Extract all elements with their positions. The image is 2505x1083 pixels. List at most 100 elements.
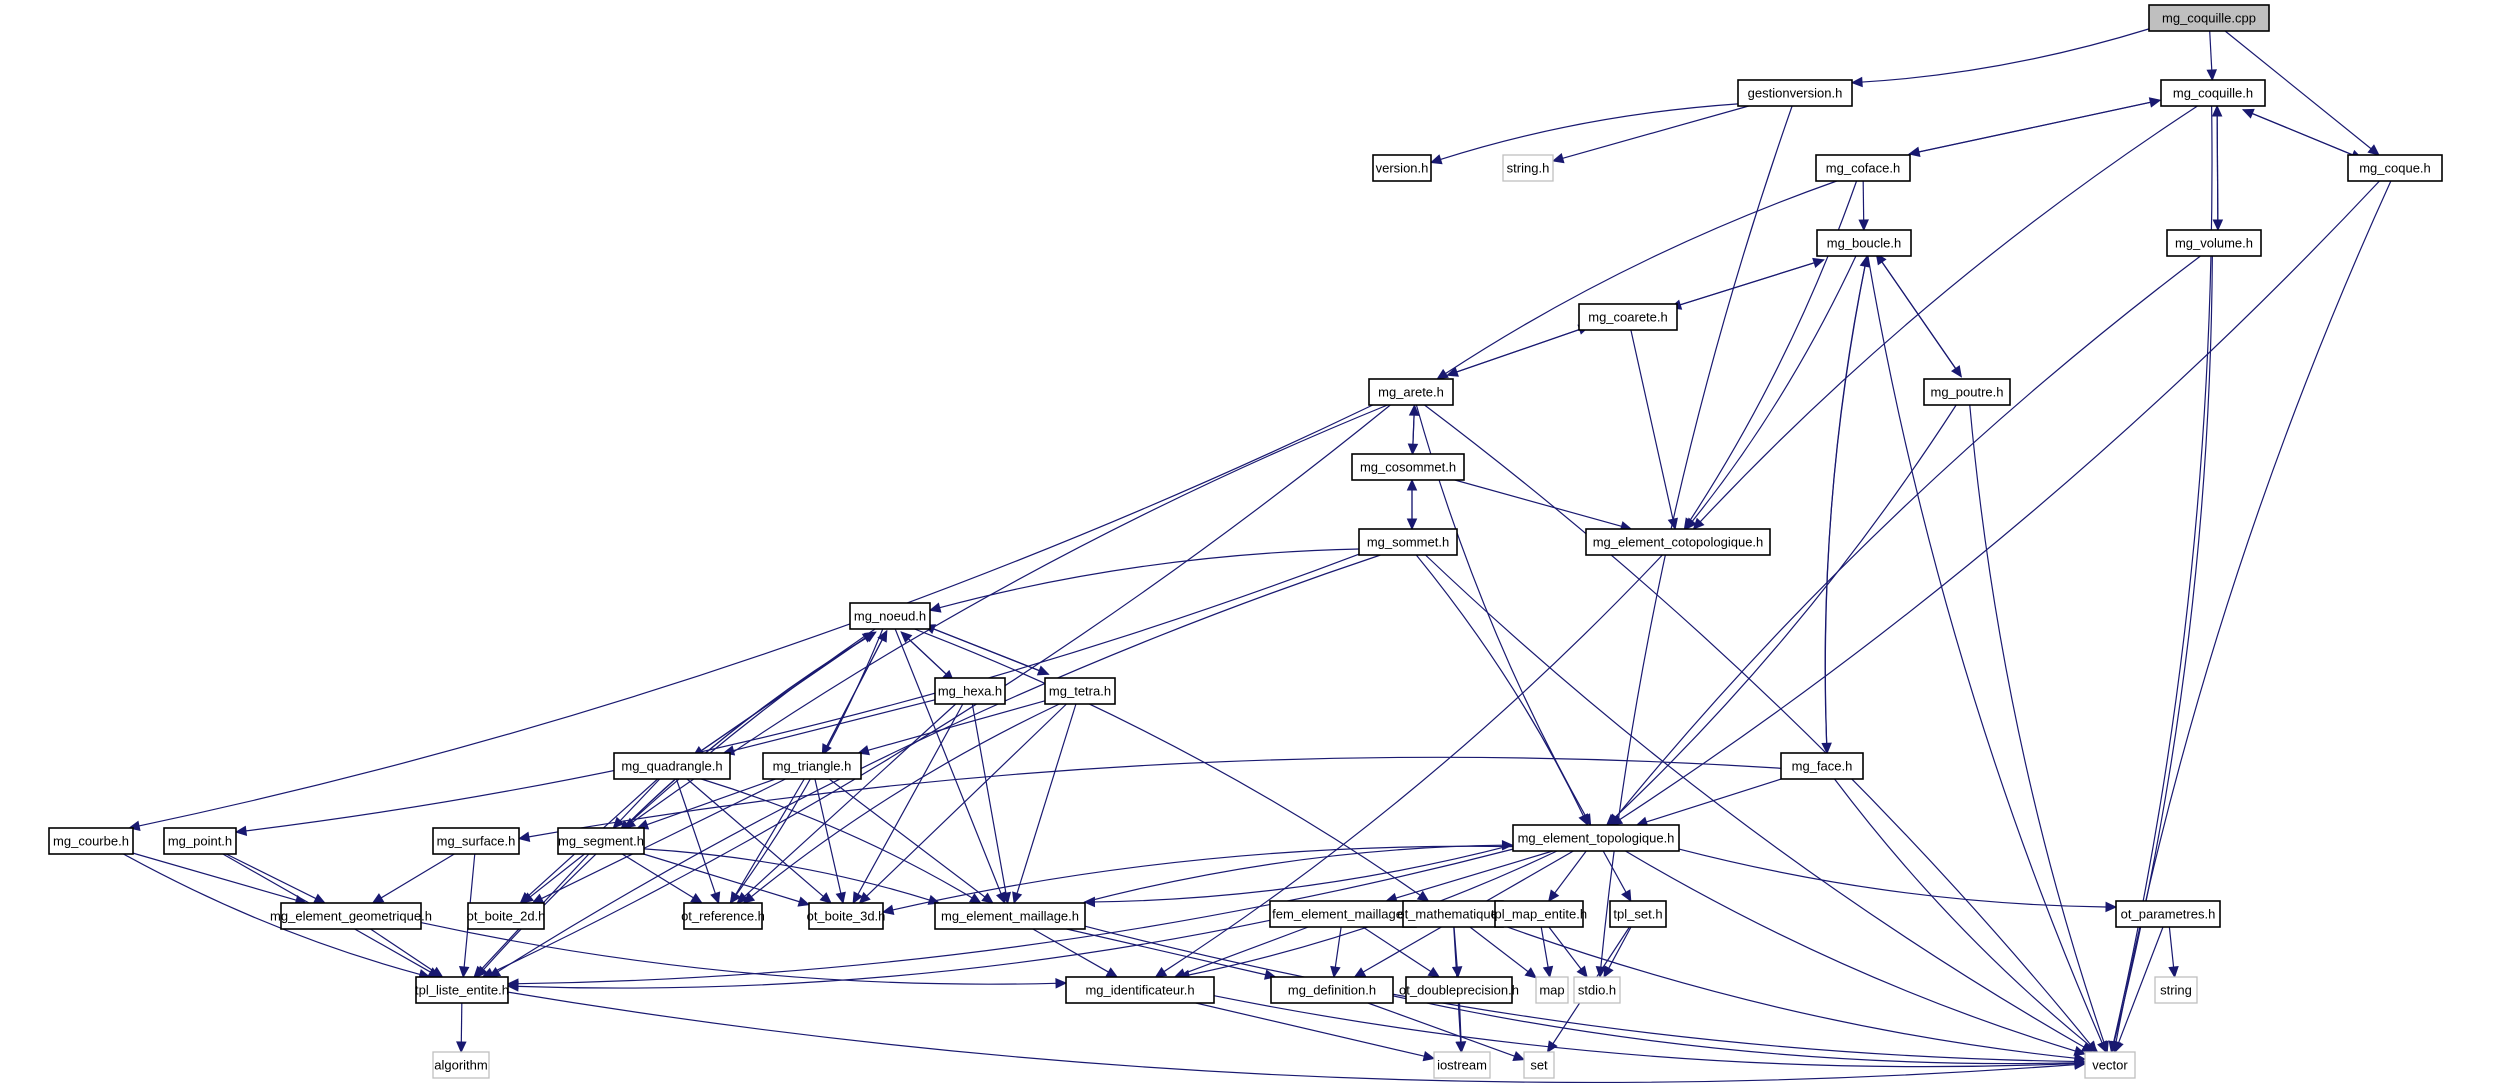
node-map[interactable]: map: [1535, 976, 1569, 1004]
edge-line: [2216, 115, 2219, 230]
node-mg-element-maillage-h[interactable]: mg_element_maillage.h: [934, 902, 1086, 930]
node-mg-point-h[interactable]: mg_point.h: [163, 827, 237, 855]
node-mg-cosommet-h[interactable]: mg_cosommet.h: [1351, 453, 1465, 481]
node-label: ot_boite_3d.h: [807, 909, 886, 924]
edge-line: [632, 404, 1388, 823]
edge-line: [643, 848, 930, 901]
arrowhead-icon: [2098, 1040, 2109, 1054]
node-label: fem_element_maillage.h: [1272, 907, 1414, 922]
node-algorithm[interactable]: algorithm: [432, 1051, 490, 1079]
node-mg-poutre-h[interactable]: mg_poutre.h: [1923, 378, 2011, 406]
node-ot-boite-2d-h[interactable]: ot_boite_2d.h: [467, 902, 546, 930]
node-box: [1494, 900, 1584, 928]
edge-line: [1670, 262, 1815, 309]
edge-mg-element-maillage-h-to-mg-element-topologique-h: [1084, 839, 1514, 903]
edge-mg-hexa-h-to-mg-noeud-h: [900, 631, 954, 682]
node-mg-face-h[interactable]: mg_face.h: [1780, 752, 1864, 780]
node-mg-tetra-h[interactable]: mg_tetra.h: [1044, 677, 1116, 705]
node-string-h[interactable]: string.h: [1502, 154, 1554, 182]
node-mg-coquille-h[interactable]: mg_coquille.h: [2160, 79, 2266, 107]
edge-line: [2118, 926, 2164, 1043]
arrowhead-icon: [313, 893, 326, 904]
node-mg-surface-h[interactable]: mg_surface.h: [432, 827, 520, 855]
edge-line: [529, 853, 585, 898]
node-mg-coarete-h[interactable]: mg_coarete.h: [1578, 303, 1678, 331]
edge-line: [1195, 1002, 1425, 1057]
node-mg-definition-h[interactable]: mg_definition.h: [1270, 976, 1394, 1004]
node-version-h[interactable]: version.h: [1372, 154, 1432, 182]
node-tpl-set-h[interactable]: tpl_set.h: [1609, 900, 1667, 928]
edge-mg-boucle-h-to-mg-face-h: [1821, 256, 1868, 755]
node-mg-coface-h[interactable]: mg_coface.h: [1815, 154, 1911, 182]
node-tpl-map-entite-h[interactable]: tpl_map_entite.h: [1491, 900, 1587, 928]
node-mg-element-geometrique-h[interactable]: mg_element_geometrique.h: [270, 902, 432, 930]
edge-mg-triangle-h-to-ot-reference-h: [730, 778, 805, 905]
node-fem-element-maillage-h[interactable]: fem_element_maillage.h: [1269, 900, 1417, 928]
edge-line: [460, 1002, 463, 1043]
edge-mg-arete-h-to-mg-segment-h: [623, 404, 1388, 829]
arrowhead-icon: [900, 631, 913, 643]
edge-line: [1458, 1002, 1462, 1043]
arrowhead-icon: [234, 825, 248, 837]
node-label: mg_arete.h: [1378, 385, 1444, 400]
node-gestionversion-h[interactable]: gestionversion.h: [1737, 79, 1853, 107]
node-mg-noeud-h[interactable]: mg_noeud.h: [849, 602, 931, 630]
node-ot-boite-3d-h[interactable]: ot_boite_3d.h: [807, 902, 886, 930]
edge-line: [1084, 844, 1503, 903]
arrowhead-icon: [1451, 966, 1463, 979]
node-iostream[interactable]: iostream: [1433, 1051, 1491, 1079]
node-ot-parametres-h[interactable]: ot_parametres.h: [2115, 900, 2221, 928]
arrowhead-icon: [981, 892, 994, 904]
edge-mg-volume-h-to-mg-coquille-h: [2211, 104, 2223, 230]
edge-line: [1881, 261, 1962, 378]
node-ot-doubleprecision-h[interactable]: ot_doubleprecision.h: [1399, 976, 1519, 1004]
node-box: [1578, 303, 1678, 331]
edge-mg-tetra-h-to-ot-boite-3d-h: [858, 703, 1067, 904]
node-box: [432, 1051, 490, 1079]
node-mg-triangle-h[interactable]: mg_triangle.h: [762, 752, 862, 780]
arrowhead-icon: [1576, 965, 1588, 978]
edge-line: [971, 703, 1007, 894]
node-mg-element-topologique-h[interactable]: mg_element_topologique.h: [1512, 824, 1680, 852]
node-mg-quadrangle-h[interactable]: mg_quadrangle.h: [613, 752, 731, 780]
arrowhead-icon: [1524, 967, 1537, 979]
edge-mg-face-h-to-mg-element-topologique-h: [1635, 778, 1782, 827]
edge-mg-arete-h-to-mg-coarete-h: [1447, 324, 1591, 376]
node-mg-coque-h[interactable]: mg_coque.h: [2347, 154, 2443, 182]
node-ot-reference-h[interactable]: ot_reference.h: [681, 902, 765, 930]
node-box: [1585, 528, 1771, 556]
edge-tpl-map-entite-h-to-map: [1540, 926, 1554, 979]
node-stdio-h[interactable]: stdio.h: [1573, 976, 1621, 1004]
node-label: ot_mathematique.h: [1397, 907, 1508, 922]
node-mg-segment-h[interactable]: mg_segment.h: [557, 827, 645, 855]
edge-line: [1084, 925, 2076, 1063]
node-mg-hexa-h[interactable]: mg_hexa.h: [934, 677, 1006, 705]
edge-line: [132, 852, 297, 901]
node-mg-sommet-h[interactable]: mg_sommet.h: [1358, 528, 1458, 556]
edge-line: [646, 778, 776, 826]
arrowhead-icon: [864, 631, 877, 643]
node-mg-coquille-cpp[interactable]: mg_coquille.cpp: [2148, 4, 2270, 32]
node-label: string.h: [1507, 161, 1550, 176]
node-mg-courbe-h[interactable]: mg_courbe.h: [48, 827, 134, 855]
edge-line: [1445, 180, 1837, 375]
node-vector[interactable]: vector: [2084, 1051, 2136, 1079]
node-mg-boucle-h[interactable]: mg_boucle.h: [1816, 229, 1912, 257]
node-label: mg_element_geometrique.h: [270, 909, 432, 924]
arrowhead-icon: [2168, 966, 2179, 979]
node-string[interactable]: string: [2154, 976, 2198, 1004]
node-box: [2154, 976, 2198, 1004]
arrowhead-icon: [1812, 257, 1825, 268]
node-box: [613, 752, 731, 780]
node-mg-arete-h[interactable]: mg_arete.h: [1368, 378, 1454, 406]
node-set[interactable]: set: [1523, 1051, 1555, 1079]
arrowhead-icon: [1455, 1041, 1467, 1054]
node-mg-element-cotopologique-h[interactable]: mg_element_cotopologique.h: [1585, 528, 1771, 556]
node-tpl-liste-entite-h[interactable]: tpl_liste_entite.h: [415, 976, 509, 1004]
node-box: [415, 976, 509, 1004]
edge-mg-coque-h-to-mg-coquille-h: [2241, 108, 2363, 160]
node-mg-volume-h[interactable]: mg_volume.h: [2166, 229, 2262, 257]
node-mg-identificateur-h[interactable]: mg_identificateur.h: [1065, 976, 1215, 1004]
edge-line: [686, 778, 824, 897]
arrowhead-icon: [819, 892, 832, 904]
